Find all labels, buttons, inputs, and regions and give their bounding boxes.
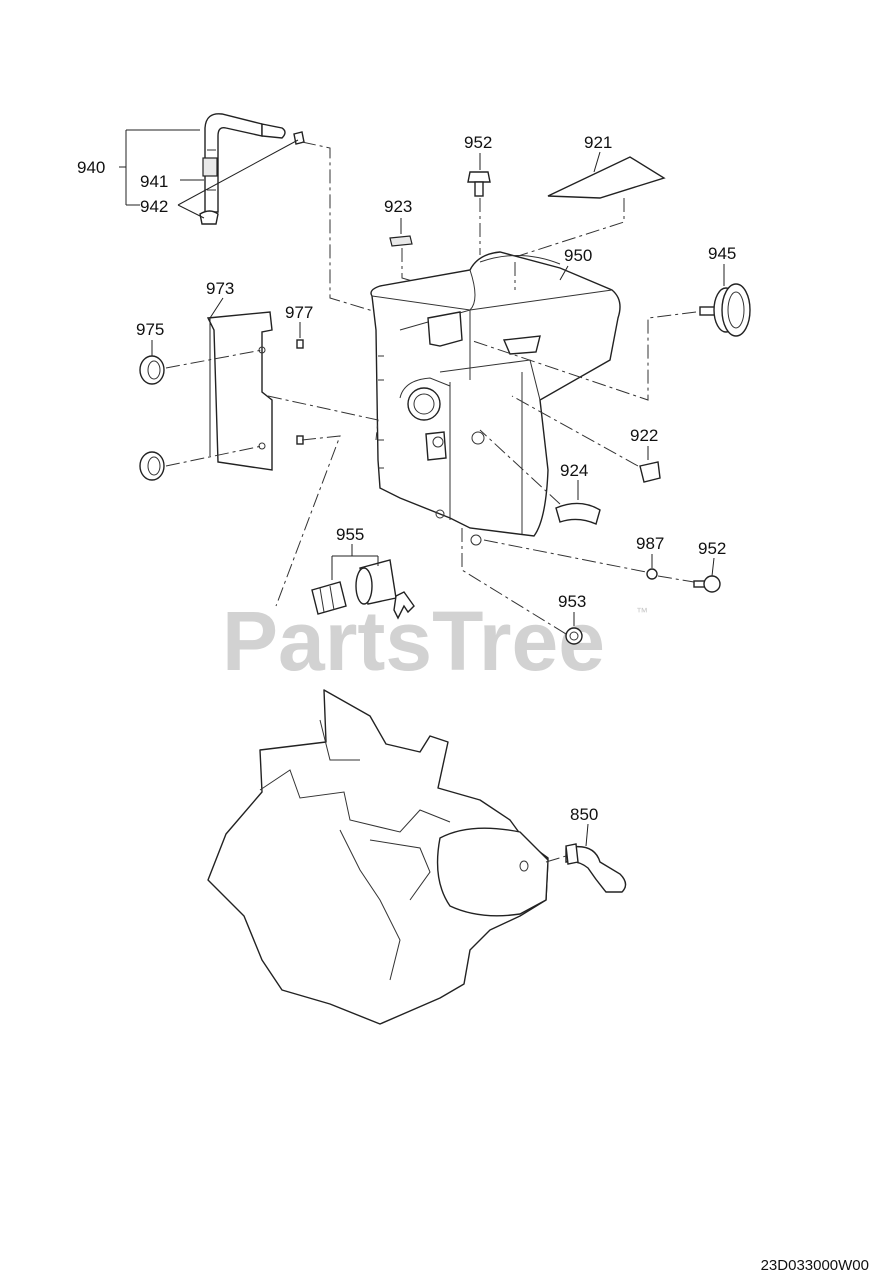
callout-941: 941: [140, 172, 168, 191]
nut-953[interactable]: [565, 627, 583, 645]
callout-850: 850: [570, 805, 598, 824]
callout-921: 921: [584, 133, 612, 152]
bracket-955: [331, 544, 379, 580]
fuel-cap-945[interactable]: [699, 283, 751, 337]
callout-945: 945: [708, 244, 736, 263]
drawing-id: 23D033000W00: [760, 1257, 869, 1274]
label-922[interactable]: [639, 461, 661, 483]
callout-924: 924: [560, 461, 588, 480]
watermark: PartsTree ™: [222, 594, 648, 688]
engine-block: [207, 689, 549, 1025]
callout-955: 955: [336, 525, 364, 544]
guide-label-922: [511, 395, 639, 467]
bolt-952-top[interactable]: [467, 171, 491, 197]
callout-975: 975: [136, 320, 164, 339]
bolt-952-side[interactable]: [693, 575, 721, 593]
decal-921[interactable]: [547, 156, 666, 199]
guide-decal-921: [511, 198, 625, 259]
callout-973: 973: [206, 279, 234, 298]
label-923[interactable]: [389, 235, 413, 247]
guide-nut-953: [461, 528, 567, 635]
washer-987[interactable]: [646, 568, 658, 580]
callout-952-top: 952: [464, 133, 492, 152]
callout-950: 950: [564, 246, 592, 265]
clip-975[interactable]: [139, 355, 165, 481]
heat-shield-973[interactable]: [206, 311, 273, 471]
label-924[interactable]: [555, 502, 601, 525]
leader-973: [209, 297, 224, 456]
leader-952-side: [711, 557, 715, 577]
guide-key-switch: [275, 435, 341, 607]
callout-922: 922: [630, 426, 658, 445]
callout-977: 977: [285, 303, 313, 322]
guide-clips: [165, 349, 263, 467]
breather-hose-assembly[interactable]: [199, 113, 305, 225]
callout-953: 953: [558, 592, 586, 611]
bracket-940: [119, 129, 200, 206]
leader-942: [177, 139, 299, 219]
callout-940: 940: [77, 158, 105, 177]
callout-labels: 940 941 942 952 921 923 950 945 973 977 …: [77, 133, 736, 824]
breather-hose-850[interactable]: [565, 843, 627, 893]
guide-shield: [267, 395, 379, 441]
callout-987: 987: [636, 534, 664, 553]
leader-950: [559, 265, 569, 281]
watermark-text: PartsTree: [222, 594, 605, 688]
guide-bolt-952-side: [483, 539, 695, 583]
guide-label-924: [479, 429, 561, 505]
key-switch-955[interactable]: [311, 559, 415, 620]
fuel-tank-950[interactable]: [370, 251, 621, 546]
nut-977[interactable]: [296, 339, 304, 445]
leader-850: [585, 823, 589, 847]
watermark-trademark: ™: [636, 605, 648, 619]
callout-952-side: 952: [698, 539, 726, 558]
callout-923: 923: [384, 197, 412, 216]
callout-942: 942: [140, 197, 168, 216]
guide-hose-850: [545, 855, 567, 863]
leader-921: [593, 151, 601, 173]
